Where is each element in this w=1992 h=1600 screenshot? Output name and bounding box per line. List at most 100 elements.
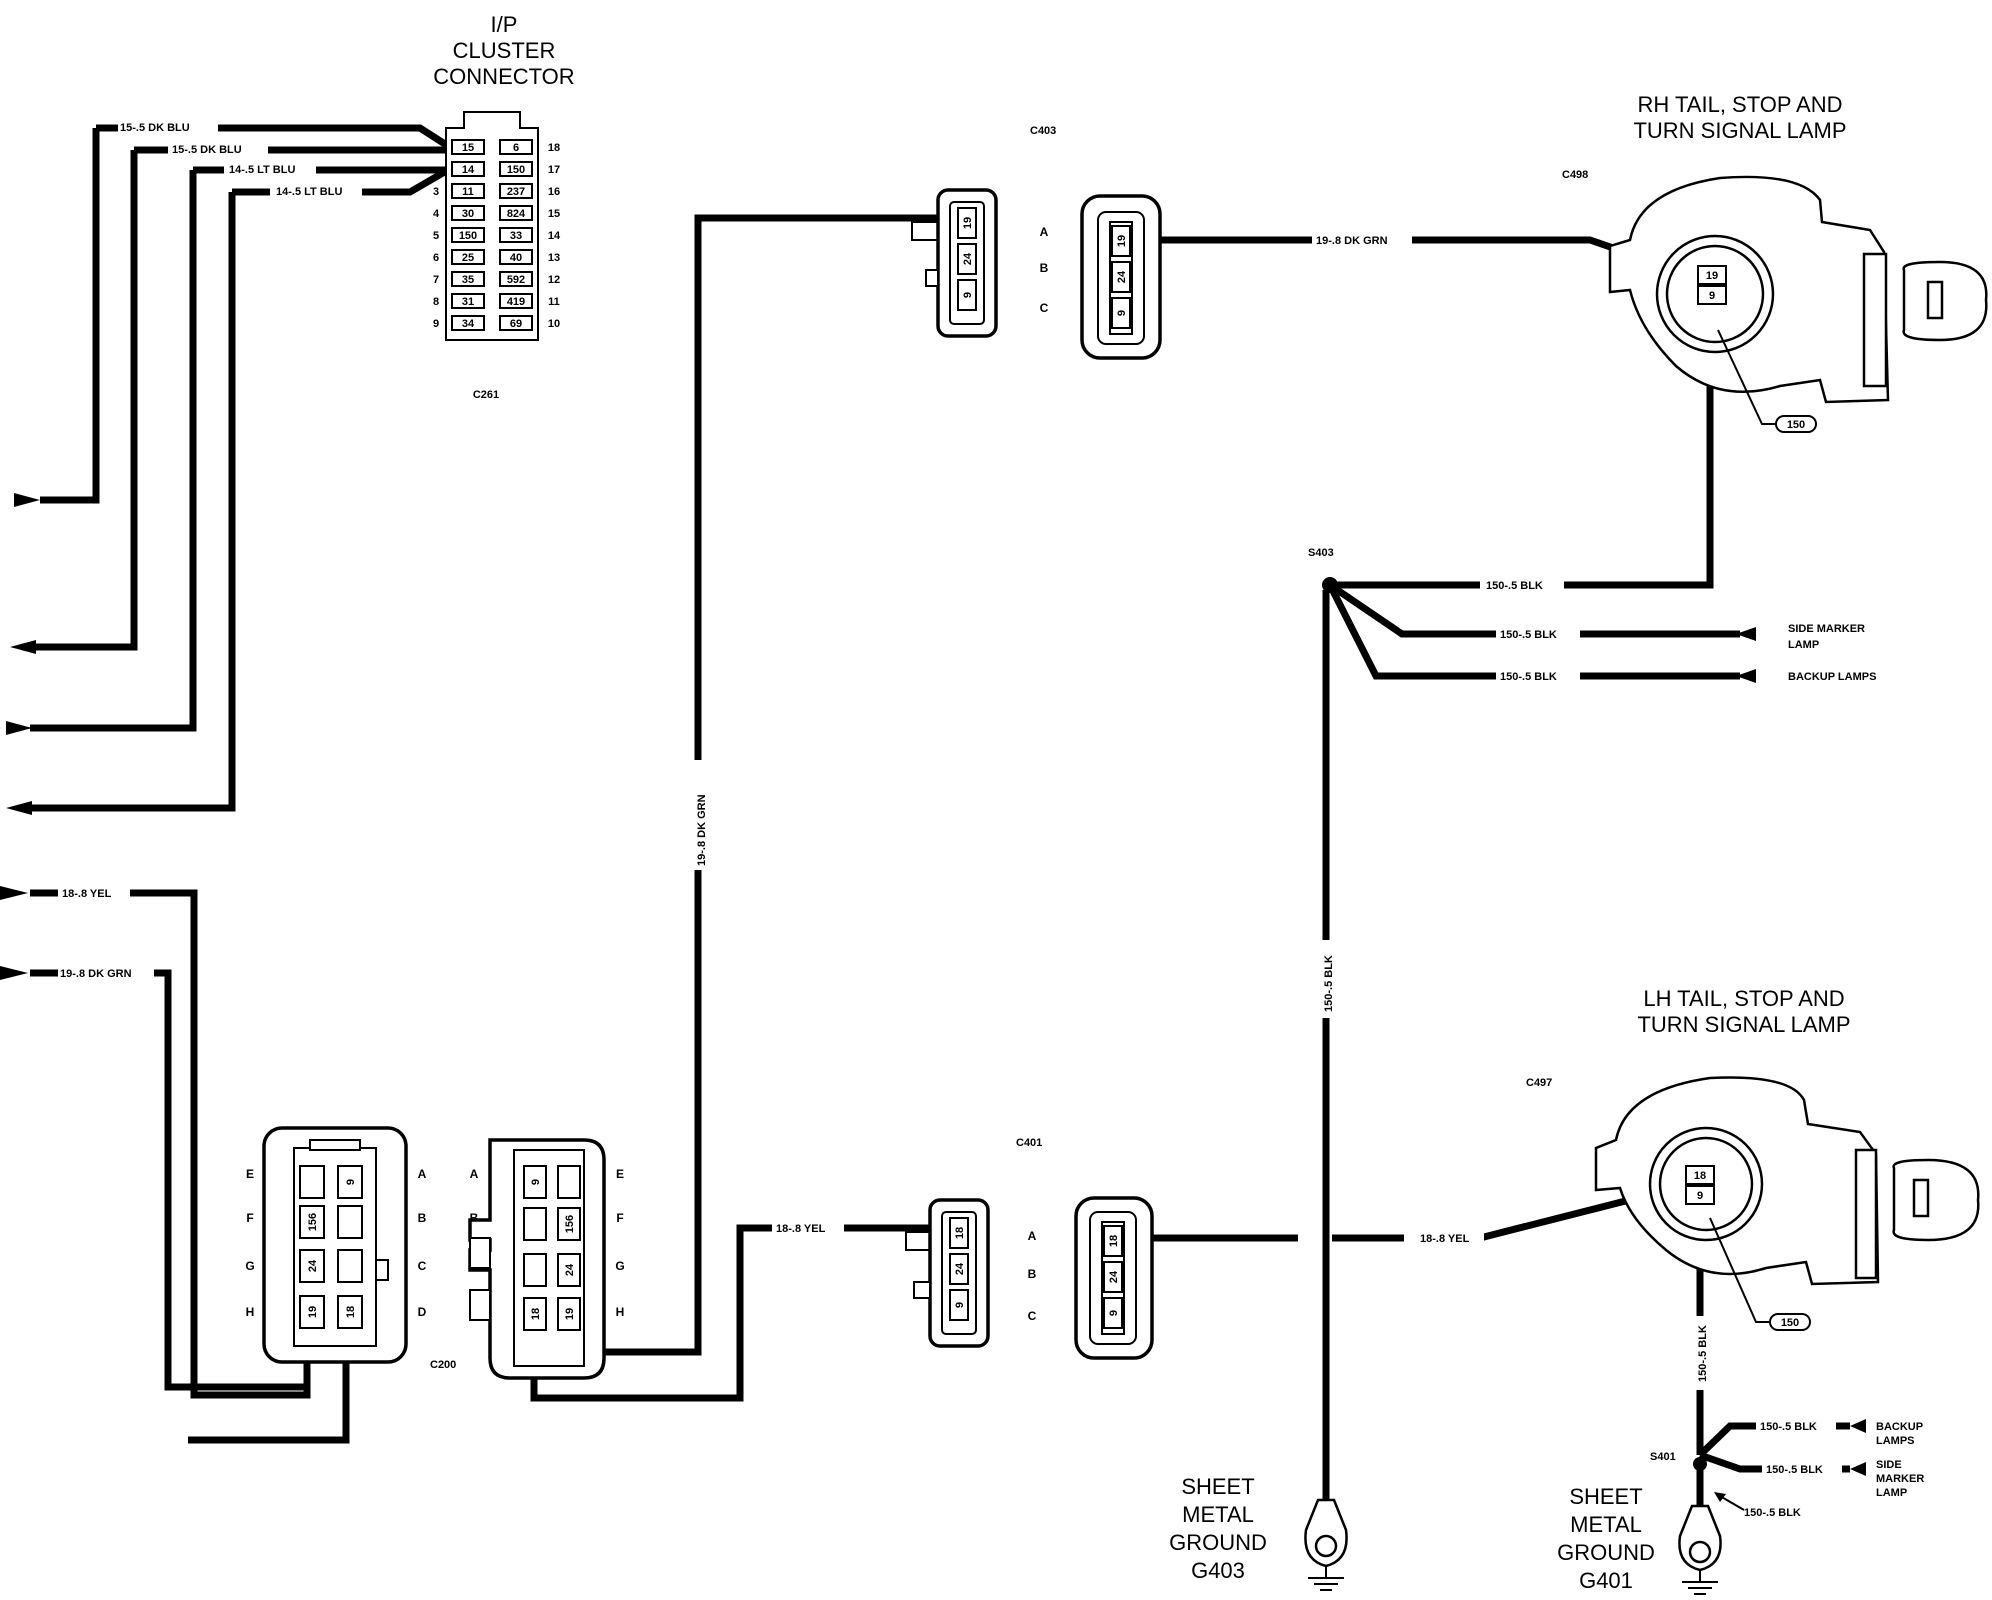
c401-letter-c: C bbox=[1028, 1309, 1037, 1323]
c200-mate-letter-right: F bbox=[616, 1211, 623, 1225]
g401-label-3: GROUND bbox=[1557, 1540, 1655, 1565]
c200-id: C200 bbox=[430, 1359, 456, 1371]
c401-cavity bbox=[949, 1253, 969, 1285]
lh-ground-ref-text: 150 bbox=[1781, 1317, 1799, 1329]
rh-lamp-title-2: TURN SIGNAL LAMP bbox=[1633, 118, 1846, 143]
c403-pin: 19 bbox=[962, 217, 974, 229]
s401-dest-side-3: LAMP bbox=[1876, 1487, 1907, 1499]
arrow-backup-lamps bbox=[1736, 669, 1756, 683]
cluster-pin-number-right: 13 bbox=[548, 252, 560, 264]
c401-letter-b: B bbox=[1028, 1267, 1037, 1281]
s401-dest-side-1: SIDE bbox=[1876, 1459, 1902, 1471]
cluster-pin-left: 25 bbox=[462, 252, 474, 264]
c403-mate-cavity bbox=[1111, 261, 1131, 293]
arrow-out-2 bbox=[10, 640, 36, 654]
arrow-in-1 bbox=[14, 493, 40, 507]
c401-cavity bbox=[949, 1217, 969, 1249]
cluster-cavity-left bbox=[451, 271, 485, 287]
c200-mate-cavity-label: 19 bbox=[564, 1308, 576, 1320]
label-18-yel-left: 18-.8 YEL bbox=[62, 888, 112, 900]
cluster-cavity-left bbox=[451, 161, 485, 177]
label-15-dk-blu-2: 15-.5 DK BLU bbox=[172, 144, 242, 156]
g403-label-3: GROUND bbox=[1169, 1530, 1267, 1555]
arrow-in-3 bbox=[6, 721, 32, 735]
c403-mate-pin: 9 bbox=[1116, 310, 1128, 316]
cluster-pin-number-right: 11 bbox=[548, 296, 560, 308]
cluster-pin-right: 592 bbox=[507, 274, 525, 286]
s403-id: S403 bbox=[1308, 547, 1334, 559]
label-150-blk-g403: 150-.5 BLK bbox=[1323, 955, 1335, 1012]
cluster-pin-number-right: 18 bbox=[548, 142, 560, 154]
left-wire-labels: 18-.8 YEL 19-.8 DK GRN bbox=[58, 886, 154, 980]
cluster-pin-left: 15 bbox=[462, 142, 474, 154]
c200-cavity bbox=[337, 1165, 363, 1199]
cluster-pin-right: 6 bbox=[513, 142, 519, 154]
cluster-pin-left: 14 bbox=[462, 164, 475, 176]
c200-cavity bbox=[299, 1295, 325, 1329]
c200-mate-cavity bbox=[523, 1207, 547, 1241]
label-18-yel-c401: 18-.8 YEL bbox=[776, 1223, 826, 1235]
cluster-pin-number-left: 8 bbox=[433, 296, 439, 308]
cluster-wire-labels: 15-.5 DK BLU 15-.5 DK BLU 14-.5 LT BLU 1… bbox=[118, 120, 362, 198]
cluster-pin-left: 35 bbox=[462, 274, 474, 286]
lh-lamp: LH TAIL, STOP AND TURN SIGNAL LAMP C497 … bbox=[1526, 986, 1980, 1388]
cluster-pin-number-left: 5 bbox=[433, 230, 439, 242]
rh-lamp: RH TAIL, STOP AND TURN SIGNAL LAMP C498 … bbox=[1562, 92, 1988, 433]
c200-mate-cavity-label: 156 bbox=[564, 1215, 576, 1233]
ground-g403: SHEET METAL GROUND G403 bbox=[1169, 1474, 1348, 1591]
label-18-yel-lh: 18-.8 YEL bbox=[1420, 1233, 1470, 1245]
c200-cavity-label: 24 bbox=[307, 1259, 319, 1272]
label-14-lt-blu-2: 14-.5 LT BLU bbox=[276, 186, 342, 198]
s401-dest-backup-2: LAMPS bbox=[1876, 1435, 1915, 1447]
cluster-pin-left: 31 bbox=[462, 296, 474, 308]
s401-dest-backup-1: BACKUP bbox=[1876, 1421, 1923, 1433]
s401-id: S401 bbox=[1650, 1451, 1676, 1463]
g401-label-1: SHEET bbox=[1569, 1484, 1642, 1509]
c401-id: C401 bbox=[1016, 1137, 1042, 1149]
cluster-pin-right: 33 bbox=[510, 230, 522, 242]
cluster-pin-number-left: 3 bbox=[433, 186, 439, 198]
lh-lamp-pin: 18 bbox=[1694, 1170, 1706, 1182]
label-s403-w3: 150-.5 BLK bbox=[1500, 671, 1557, 683]
wire-150-blk-side-marker bbox=[1328, 582, 1740, 638]
label-15-dk-blu-1: 15-.5 DK BLU bbox=[120, 122, 190, 134]
cluster-pin-right: 237 bbox=[507, 186, 525, 198]
c200-mate-letter-right: G bbox=[615, 1259, 624, 1273]
cluster-cavity-right bbox=[499, 139, 533, 155]
s403-dest-backup: BACKUP LAMPS bbox=[1788, 671, 1876, 683]
rh-lamp-title-1: RH TAIL, STOP AND bbox=[1638, 92, 1843, 117]
c401-mate-pin: 9 bbox=[1108, 1310, 1120, 1316]
cluster-cavity-right bbox=[499, 249, 533, 265]
c200-mate-cavity bbox=[523, 1253, 547, 1287]
c200-mate-letter-right: E bbox=[616, 1167, 624, 1181]
c200-cavity-label: 18 bbox=[345, 1306, 357, 1318]
c200-mate-cavity-label: 9 bbox=[530, 1179, 542, 1185]
wire-150-blk-rh bbox=[1330, 340, 1714, 589]
rh-lamp-pin: 19 bbox=[1706, 270, 1718, 282]
s403-dest-side-marker-2: LAMP bbox=[1788, 639, 1819, 651]
c200-letter-right: A bbox=[418, 1167, 427, 1181]
cluster-cavity-left bbox=[451, 315, 485, 331]
ground-g401: SHEET METAL GROUND G401 bbox=[1557, 1484, 1722, 1595]
rh-ground-ref-text: 150 bbox=[1787, 419, 1805, 431]
lh-lamp-pins: 189 bbox=[1685, 1165, 1715, 1205]
rh-lamp-cavity bbox=[1697, 285, 1727, 305]
c403-mate-cavity bbox=[1111, 297, 1131, 329]
c200-cavity-label: 9 bbox=[345, 1179, 357, 1185]
c200-letter-left: G bbox=[245, 1259, 254, 1273]
lh-lamp-cavity bbox=[1685, 1165, 1715, 1185]
c200-mate-cavity bbox=[557, 1253, 581, 1287]
cluster-pin-left: 34 bbox=[462, 318, 475, 330]
wire-15-dk-blu-2-down bbox=[22, 150, 138, 651]
c403-mate-pin: 19 bbox=[1116, 235, 1128, 247]
c401-pin: 24 bbox=[954, 1262, 966, 1275]
label-s401-w3: 150-.5 BLK bbox=[1744, 1507, 1801, 1519]
c200-mate-cavity-label: 24 bbox=[564, 1263, 576, 1276]
s401-dot bbox=[1693, 1457, 1707, 1471]
cluster-cavity-right bbox=[499, 315, 533, 331]
arrow-s401-side bbox=[1850, 1462, 1866, 1476]
